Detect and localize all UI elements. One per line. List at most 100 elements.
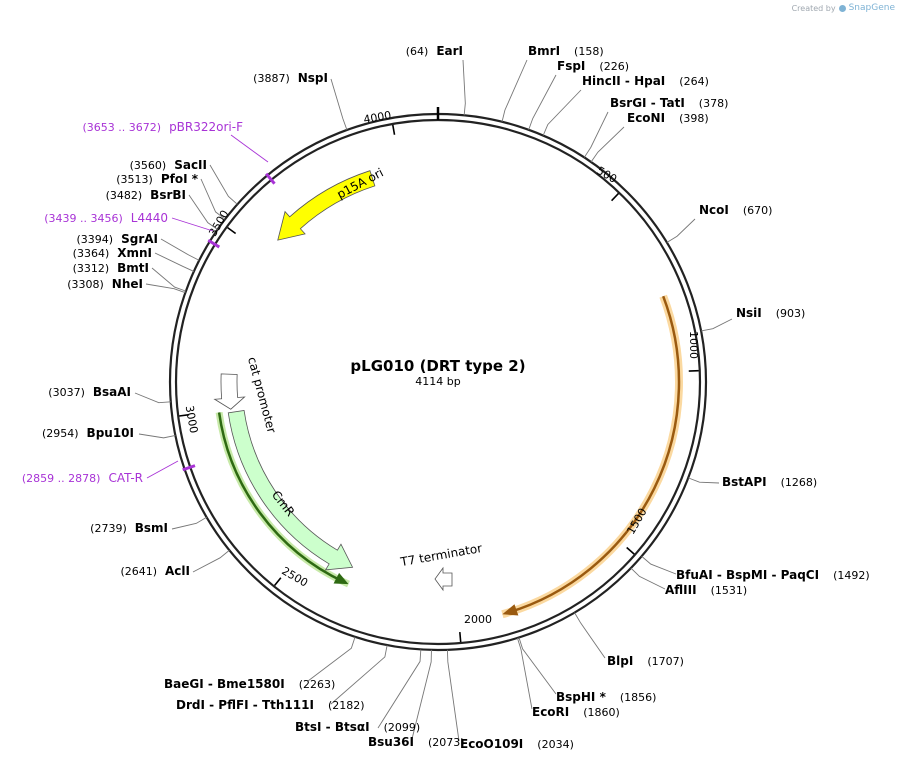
site-position: (1492): [833, 569, 870, 582]
site-position: (2263): [299, 678, 336, 691]
site-position: (2954): [42, 427, 79, 440]
site-leader: [378, 649, 421, 728]
site-label: BaeGI - Bme1580I(2263): [164, 677, 335, 691]
site-name: AclI: [165, 564, 190, 578]
site-name: EcoO109I: [460, 737, 523, 751]
site-position: (3560): [130, 159, 167, 172]
site-name: EarI: [436, 44, 463, 58]
site-position: (1707): [647, 655, 684, 668]
primer-position: (3653 .. 3672): [83, 121, 162, 134]
tick-label: 3000: [183, 404, 201, 434]
site-label: NcoI(670): [699, 203, 772, 217]
site-label: (3312)BmtI: [73, 261, 149, 275]
site-name: BsrGI - TatI: [610, 96, 685, 110]
credit-brand: SnapGene: [849, 3, 895, 13]
site-leader: [517, 638, 532, 709]
site-label: (64) EarI: [406, 44, 463, 58]
site-position: (64): [406, 45, 429, 58]
site-label: HincII - HpaI (264): [582, 74, 709, 88]
site-label: (3394)SgrAI: [77, 232, 158, 246]
site-leader: [688, 478, 719, 483]
site-position: (3308): [67, 278, 104, 291]
site-name: NsiI: [736, 306, 762, 320]
site-label: Bsu36I (2073): [368, 735, 465, 749]
site-name: EcoRI: [532, 705, 569, 719]
site-label: (3482)BsrBI: [106, 188, 186, 202]
site-leader: [172, 517, 207, 529]
site-position: (2099): [384, 721, 421, 734]
site-position: (2073): [428, 736, 465, 749]
tick-label: 2000: [464, 613, 492, 626]
site-label: (3308)NheI: [67, 277, 143, 291]
primer-name: L4440: [131, 211, 168, 225]
site-leader: [701, 319, 732, 331]
site-name: BmrI: [528, 44, 560, 58]
cat-promoter-label: cat promoter: [245, 355, 279, 434]
site-label: BspHI *(1856): [556, 690, 656, 704]
t7-terminator-label: T7 terminator: [398, 541, 483, 569]
primer-position: (3439 .. 3456): [44, 212, 123, 225]
site-name: Bsu36I: [368, 735, 414, 749]
primer-leader: [147, 461, 178, 478]
site-label: BtsI - BtsαI (2099): [295, 720, 420, 734]
primer-label: (2859 .. 2878) CAT-R: [22, 471, 143, 485]
site-position: (2182): [328, 699, 365, 712]
site-label: NsiI(903): [736, 306, 805, 320]
site-name: Bpu10I: [87, 426, 134, 440]
site-leader: [591, 127, 624, 162]
site-name: BstAPI: [722, 475, 767, 489]
tick-label: 1000: [687, 331, 700, 359]
site-name: BtsI - BtsαI: [295, 720, 370, 734]
site-name: DrdI - PflFI - Tth111I: [176, 698, 314, 712]
site-position: (2034): [537, 738, 574, 751]
site-label: BstAPI(1268): [722, 475, 817, 489]
site-position: (2641): [120, 565, 157, 578]
tick-label: 1500: [624, 506, 649, 537]
site-label: BlpI (1707): [607, 654, 684, 668]
site-position: (2739): [90, 522, 127, 535]
site-leader: [193, 550, 229, 572]
site-leader: [139, 434, 175, 438]
site-name: BlpI: [607, 654, 633, 668]
site-position: (1531): [711, 584, 748, 597]
tick-mark: [612, 193, 619, 200]
primer-leader: [172, 218, 213, 231]
site-position: (3394): [77, 233, 114, 246]
site-leader: [519, 637, 556, 694]
site-leader: [308, 637, 355, 681]
site-leader: [331, 645, 387, 704]
site-position: (226): [599, 60, 629, 73]
site-position: (378): [699, 97, 729, 110]
site-label: BfuAI - BspMI - PaqCI(1492): [676, 568, 870, 582]
site-name: XmnI: [117, 246, 152, 260]
primer-label: (3653 .. 3672)pBR322ori-F: [83, 120, 244, 134]
site-label: EcoO109I (2034): [460, 737, 574, 751]
site-label: DrdI - PflFI - Tth111I (2182): [176, 698, 365, 712]
site-position: (398): [679, 112, 709, 125]
site-leader: [502, 60, 527, 122]
site-leader: [447, 650, 459, 741]
site-position: (264): [679, 75, 709, 88]
site-leader: [642, 556, 676, 574]
site-name: BmtI: [117, 261, 149, 275]
site-name: NcoI: [699, 203, 729, 217]
site-leader: [135, 393, 171, 403]
site-leader: [575, 613, 605, 658]
primer-name: CAT-R: [108, 471, 143, 485]
site-label: (3364)XmnI: [73, 246, 152, 260]
site-label: (2641) AclI: [120, 564, 190, 578]
site-position: (1860): [583, 706, 620, 719]
site-name: AflIII: [665, 583, 697, 597]
site-label: (3560)SacII: [130, 158, 207, 172]
site-name: NspI: [298, 71, 328, 85]
site-leader: [155, 253, 194, 271]
site-position: (3887): [253, 72, 290, 85]
site-name: HincII - HpaI: [582, 74, 665, 88]
site-leader: [543, 90, 581, 135]
tick-mark: [228, 228, 236, 234]
site-label: (3037)BsaAI: [48, 385, 131, 399]
site-leader: [331, 79, 347, 130]
primer-position: (2859 .. 2878): [22, 472, 101, 485]
tick-mark: [460, 632, 461, 642]
site-label: (3887) NspI: [253, 71, 328, 85]
